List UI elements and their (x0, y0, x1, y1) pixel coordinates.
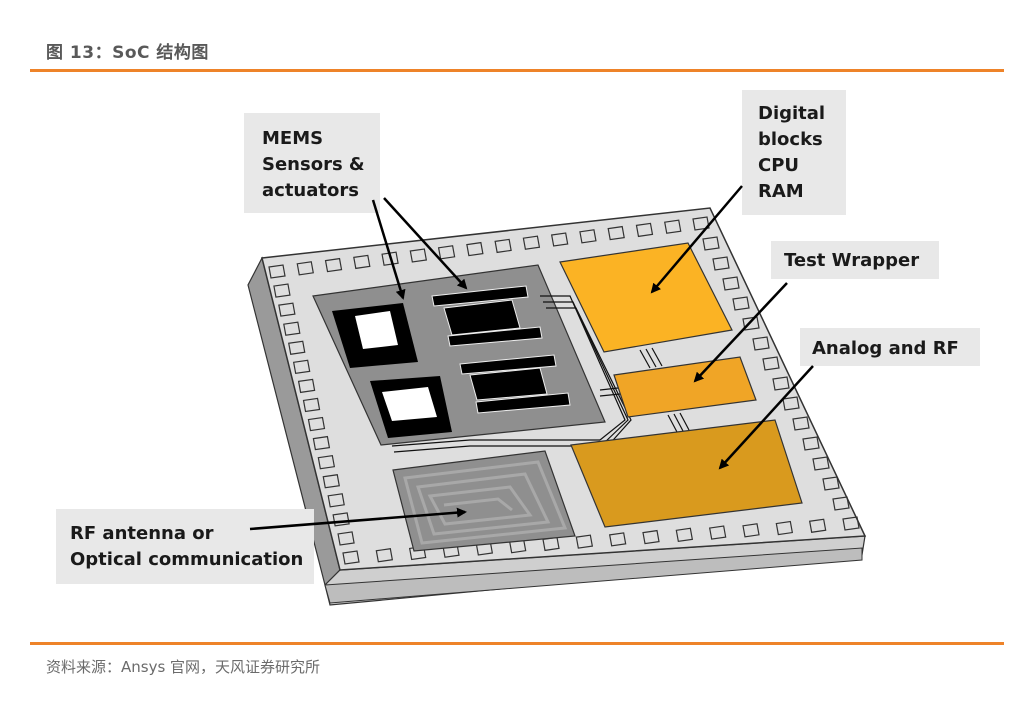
bond-pad (802, 436, 820, 451)
bond-pad (642, 529, 660, 545)
svg-text:Digital: Digital (758, 103, 825, 124)
bond-pad (675, 527, 694, 543)
bond-pad (692, 216, 710, 231)
svg-text:Analog and RF: Analog and RF (812, 338, 959, 359)
label-rf-antenna: RF antenna or Optical communication (56, 509, 314, 584)
bond-pad (775, 520, 794, 536)
bond-pad (466, 241, 484, 257)
svg-text:RF antenna or: RF antenna or (70, 523, 214, 544)
bond-pad (575, 534, 594, 549)
svg-text:blocks: blocks (758, 129, 823, 150)
bond-pad (752, 336, 770, 351)
svg-text:CPU: CPU (758, 155, 799, 176)
bond-pad (268, 264, 286, 279)
bond-pad (635, 222, 654, 238)
bond-pad (381, 251, 399, 266)
mems-actuator-1 (431, 285, 543, 347)
digital-block (559, 242, 733, 353)
bond-pad (792, 416, 810, 431)
svg-text:MEMS: MEMS (262, 128, 323, 149)
bond-pad (832, 496, 850, 511)
title-divider (30, 69, 1004, 72)
svg-text:Test Wrapper: Test Wrapper (784, 250, 919, 271)
bond-pad (712, 256, 730, 271)
bond-pad (608, 532, 627, 547)
bond-pad (607, 225, 625, 241)
bond-pad (302, 397, 321, 413)
bond-pad (324, 257, 343, 273)
svg-text:Sensors &: Sensors & (262, 154, 365, 175)
interconnect-wires (391, 295, 690, 453)
bond-pad (273, 283, 291, 298)
svg-text:actuators: actuators (262, 180, 359, 201)
bond-pad (283, 321, 301, 336)
bond-pad (782, 396, 800, 411)
bond-pad (292, 359, 311, 375)
bond-pad (342, 550, 360, 565)
bond-pad (437, 245, 456, 260)
bond-pad (337, 531, 355, 546)
arrow-rf-antenna (249, 507, 467, 531)
label-test-wrapper: Test Wrapper (771, 241, 939, 279)
test-wrapper-block (613, 356, 757, 418)
bond-pad (494, 238, 512, 254)
chip-front-face (324, 547, 863, 604)
source-note: 资料来源：Ansys 官网，天风证券研究所 (46, 658, 321, 676)
svg-text:RAM: RAM (758, 181, 804, 202)
bond-pad (322, 474, 340, 489)
bond-pad (702, 236, 720, 251)
bond-pad (822, 476, 840, 491)
label-mems: MEMS Sensors & actuators (244, 113, 380, 213)
bond-pad (522, 235, 541, 250)
bond-pad (732, 296, 750, 311)
bond-pad (772, 376, 790, 391)
bond-pad (297, 378, 316, 394)
arrow-mems-2 (383, 197, 468, 290)
bond-pad (762, 356, 780, 371)
analog-rf-block (570, 419, 803, 528)
bond-pad (722, 276, 740, 291)
arrows (249, 185, 814, 531)
arrow-digital (650, 185, 743, 294)
bond-pad (550, 232, 569, 247)
mems-actuator-2 (459, 354, 571, 414)
bond-pad (307, 416, 326, 432)
bond-pad (353, 254, 371, 270)
label-analog-rf: Analog and RF (800, 328, 980, 366)
bond-pad (708, 525, 727, 540)
mems-sensor-1 (332, 303, 418, 368)
bond-pad (579, 229, 597, 244)
bond-pad (296, 261, 314, 276)
figure-title: 图 13：SoC 结构图 (46, 43, 209, 63)
bond-pad (812, 456, 830, 471)
bond-pad (278, 302, 296, 317)
label-digital: Digital blocks CPU RAM (742, 90, 846, 215)
arrow-test-wrapper (693, 282, 788, 383)
bond-pad (742, 316, 760, 331)
bond-pad (742, 523, 760, 538)
bond-pad (842, 516, 860, 531)
bond-pad (664, 219, 682, 234)
bond-pad (409, 248, 428, 263)
bond-pad (288, 340, 306, 355)
bond-pad (808, 518, 827, 533)
bond-pad (312, 435, 331, 451)
arrow-analog-rf (718, 365, 814, 470)
bond-pad (317, 454, 336, 470)
svg-text:Optical communication: Optical communication (70, 549, 303, 570)
arrow-mems-1 (371, 199, 406, 300)
footer-divider (30, 642, 1004, 645)
bond-pad (327, 493, 345, 508)
bond-pad (375, 548, 394, 563)
mems-sensor-2 (370, 376, 452, 438)
